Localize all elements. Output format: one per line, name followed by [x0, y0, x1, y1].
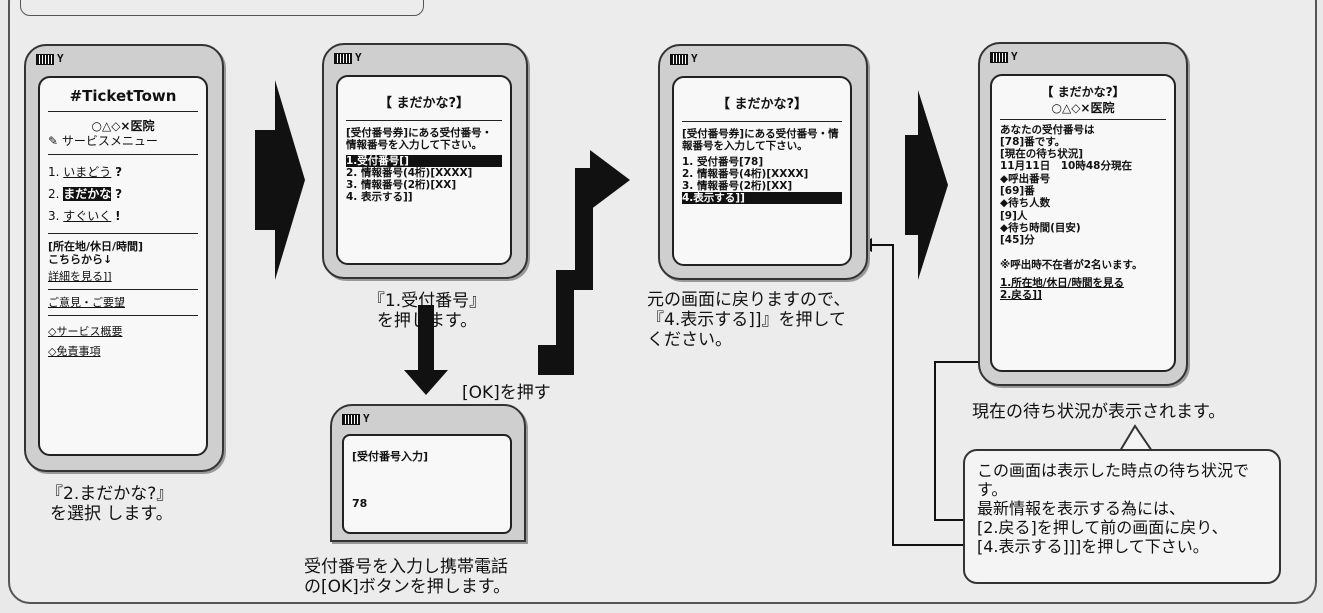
- caption-step2: 『1.受付番号』を押します。: [367, 291, 487, 331]
- screen-title: 【 まだかな?】: [378, 96, 470, 111]
- signal-icon: Y: [36, 52, 96, 68]
- field-reception-number[interactable]: 1.受付番号[]: [346, 155, 502, 167]
- result-line: 11月11日 10時48分現在: [1000, 160, 1132, 173]
- header-box: [20, 0, 424, 16]
- service-menu-heading: ✎ サービスメニュー: [48, 134, 158, 148]
- menu-item-madakana[interactable]: 2. まだかな ?: [48, 187, 123, 201]
- clinic-name: ○△◇×医院: [91, 119, 155, 133]
- note-return-line: [860, 244, 963, 546]
- field-info-number-4[interactable]: 2. 情報番号(4桁)[XXXX]: [682, 168, 809, 180]
- signal-icon: Y: [342, 412, 402, 428]
- phone-input-form-screen: 【 まだかな?】 [受付番号券]にある受付番号・情報番号を入力して下さい。 1.…: [336, 75, 512, 265]
- instruction-text: [受付番号券]にある受付番号・情報番号を入力して下さい。: [346, 127, 493, 151]
- pencil-icon: ✎: [48, 134, 59, 148]
- field-info-number-2[interactable]: 3. 情報番号(2桁)[XX]: [682, 180, 793, 192]
- down-arrow: [404, 305, 448, 395]
- disclaimer-link[interactable]: ◇免責事項: [48, 345, 101, 358]
- phone-menu: Y #TicketTown ○△◇×医院 ✎ サービスメニュー 1. いまどう …: [24, 44, 224, 472]
- brand-title: #TicketTown: [69, 87, 177, 105]
- flow-arrow-3: [905, 90, 948, 280]
- note-back-line: [934, 361, 992, 521]
- phone-input-filled: Y 【 まだかな?】 [受付番号券]にある受付番号・情報番号を入力して下さい。 …: [658, 44, 868, 280]
- result-line: [9]人: [1000, 209, 1028, 222]
- caption-input: 受付番号を入力し携帯電話の[OK]ボタンを押します。: [304, 557, 511, 597]
- location-heading: [所在地/休日/時間]: [48, 240, 144, 253]
- phone-input-form: Y 【 まだかな?】 [受付番号券]にある受付番号・情報番号を入力して下さい。 …: [322, 43, 528, 279]
- display-link[interactable]: 4.表示する]]: [682, 192, 842, 204]
- flow-arrow-1: [255, 80, 305, 280]
- phone-result: Y 【 まだかな?】 ○△◇×医院 あなたの受付番号は [78]番です。 [現在…: [978, 42, 1188, 386]
- menu-item-suguiku[interactable]: 3. すぐいく !: [48, 209, 121, 223]
- menu-item-imadou[interactable]: 1. いまどう ?: [48, 165, 123, 179]
- result-notice: ※呼出時不在者が2名います。: [1000, 258, 1143, 271]
- result-line: [45]分: [1000, 234, 1035, 247]
- result-line: [78]番です。: [1000, 135, 1066, 148]
- details-link[interactable]: 詳細を見る]]: [48, 270, 112, 283]
- instruction-text: [受付番号券]にある受付番号・情報番号を入力して下さい。: [682, 128, 839, 152]
- note-line: [4.表示する]]]を押して下さい。: [977, 537, 1209, 556]
- field-info-number-4[interactable]: 2. 情報番号(4桁)[XXXX]: [346, 167, 473, 179]
- phone-number-entry: Y [受付番号入力] 78: [330, 404, 526, 542]
- signal-icon: Y: [990, 50, 1050, 66]
- ok-label: [OK]を押す: [462, 383, 551, 403]
- caption-step4: 現在の待ち状況が表示されます。: [972, 402, 1226, 422]
- back-link[interactable]: 2.戻る]]: [1000, 289, 1042, 302]
- field-info-number-2[interactable]: 3. 情報番号(2桁)[XX]: [346, 179, 457, 191]
- display-link[interactable]: 4. 表示する]]: [346, 191, 413, 203]
- phone-number-entry-screen: [受付番号入力] 78: [342, 434, 512, 534]
- result-line: ◆待ち時間(目安): [1000, 221, 1081, 234]
- signal-icon: Y: [334, 51, 394, 67]
- location-subheading: こちらから↓: [48, 253, 113, 266]
- note-line: この画面は表示した時点の待ち状況です。: [977, 461, 1250, 499]
- note-line: [2.戻る]を押して前の画面に戻り、: [977, 518, 1228, 537]
- ok-return-arrow: [538, 150, 630, 375]
- note-pointer: [1118, 424, 1154, 452]
- phone-input-filled-screen: 【 まだかな?】 [受付番号券]にある受付番号・情報番号を入力して下さい。 1.…: [672, 76, 852, 266]
- result-line: ◆待ち人数: [1000, 197, 1051, 210]
- feedback-link[interactable]: ご意見・ご要望: [48, 296, 125, 309]
- note-box: この画面は表示した時点の待ち状況です。 最新情報を表示する為には、 [2.戻る]…: [963, 449, 1281, 584]
- signal-icon: Y: [670, 52, 730, 68]
- phone-result-screen: 【 まだかな?】 ○△◇×医院 あなたの受付番号は [78]番です。 [現在の待…: [990, 74, 1176, 372]
- clinic-name: ○△◇×医院: [1051, 101, 1115, 116]
- caption-step3: 元の画面に戻りますので、『4.表示する]]』を押してください。: [647, 290, 851, 350]
- screen-title: 【 まだかな?】: [1041, 85, 1125, 99]
- note-line: 最新情報を表示する為には、: [977, 499, 1186, 518]
- field-reception-number[interactable]: 1. 受付番号[78]: [682, 156, 764, 168]
- result-line: [現在の待ち状況]: [1000, 148, 1084, 161]
- entry-value[interactable]: 78: [352, 497, 368, 510]
- phone-menu-screen: #TicketTown ○△◇×医院 ✎ サービスメニュー 1. いまどう ? …: [38, 76, 208, 456]
- screen-title: 【 まだかな?】: [716, 97, 808, 112]
- result-line: あなたの受付番号は: [1000, 123, 1095, 136]
- result-line: [69]番: [1000, 185, 1035, 198]
- caption-step1: 『2.まだかな?』を選択 します。: [46, 484, 174, 524]
- location-link[interactable]: 1.所在地/休日/時間を見る: [1000, 276, 1124, 289]
- result-line: ◆呼出番号: [1000, 172, 1051, 185]
- entry-title: [受付番号入力]: [352, 450, 429, 463]
- overview-link[interactable]: ◇サービス概要: [48, 325, 123, 338]
